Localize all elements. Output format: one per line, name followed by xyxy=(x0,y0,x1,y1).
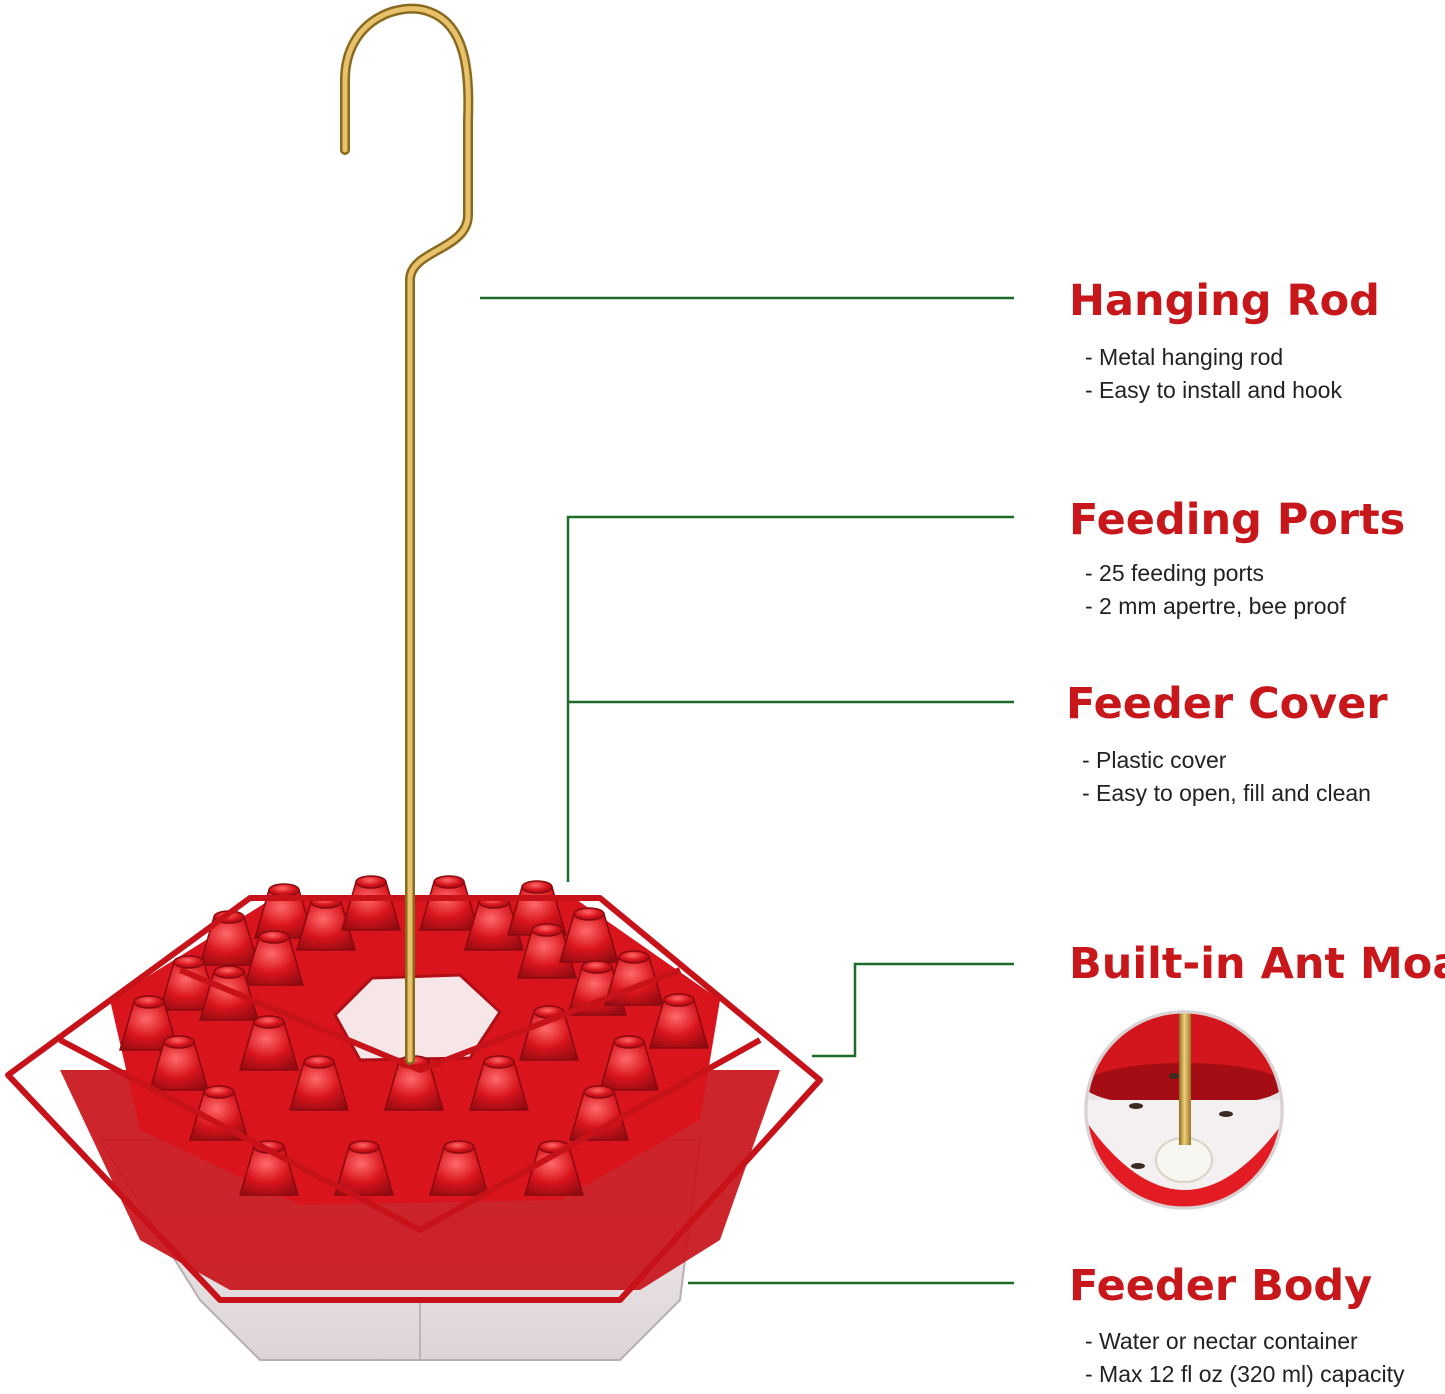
bullet-item: - 2 mm apertre, bee proof xyxy=(1085,593,1346,619)
leader-feeding-ports xyxy=(566,515,1014,882)
label-feeding-ports: Feeding Ports - 25 feeding ports - 2 mm … xyxy=(1069,499,1405,623)
bullet-list-hanging-rod: - Metal hanging rod - Easy to install an… xyxy=(1069,341,1380,407)
label-title-feeder-body: Feeder Body xyxy=(1069,1261,1373,1311)
label-title-feeding-ports: Feeding Ports xyxy=(1069,495,1406,545)
bullet-list-feeder-body: - Water or nectar container - Max 12 fl … xyxy=(1069,1325,1405,1391)
bullet-item: - Metal hanging rod xyxy=(1085,344,1284,370)
bullet-item: - Plastic cover xyxy=(1082,747,1227,773)
hanging-hook-icon xyxy=(340,3,474,1065)
bullet-item: - Easy to open, fill and clean xyxy=(1082,780,1371,806)
bullet-list-feeding-ports: - 25 feeding ports - 2 mm apertre, bee p… xyxy=(1069,557,1405,623)
bullet-item: - Max 12 fl oz (320 ml) capacity xyxy=(1085,1361,1405,1387)
ant-moat-detail-image xyxy=(1084,1010,1284,1210)
leader-lines xyxy=(480,296,1014,1285)
label-title-feeder-cover: Feeder Cover xyxy=(1066,679,1388,729)
center-opening xyxy=(333,973,502,1062)
bullet-item: - 25 feeding ports xyxy=(1085,560,1265,586)
perch-frame xyxy=(5,895,823,1303)
hummingbird-feeder-image xyxy=(5,3,823,1361)
label-title-hanging-rod: Hanging Rod xyxy=(1069,276,1380,326)
label-hanging-rod: Hanging Rod - Metal hanging rod - Easy t… xyxy=(1069,280,1380,407)
bullet-item: - Water or nectar container xyxy=(1085,1328,1358,1354)
label-feeder-cover: Feeder Cover - Plastic cover - Easy to o… xyxy=(1066,683,1388,810)
label-feeder-body: Feeder Body - Water or nectar container … xyxy=(1069,1265,1405,1391)
bullet-list-feeder-cover: - Plastic cover - Easy to open, fill and… xyxy=(1066,744,1388,810)
label-title-ant-moat: Built-in Ant Moat xyxy=(1069,939,1445,989)
label-ant-moat: Built-in Ant Moat xyxy=(1069,943,1445,986)
bullet-item: - Easy to install and hook xyxy=(1085,377,1342,403)
leader-ant-moat xyxy=(812,962,1014,1058)
